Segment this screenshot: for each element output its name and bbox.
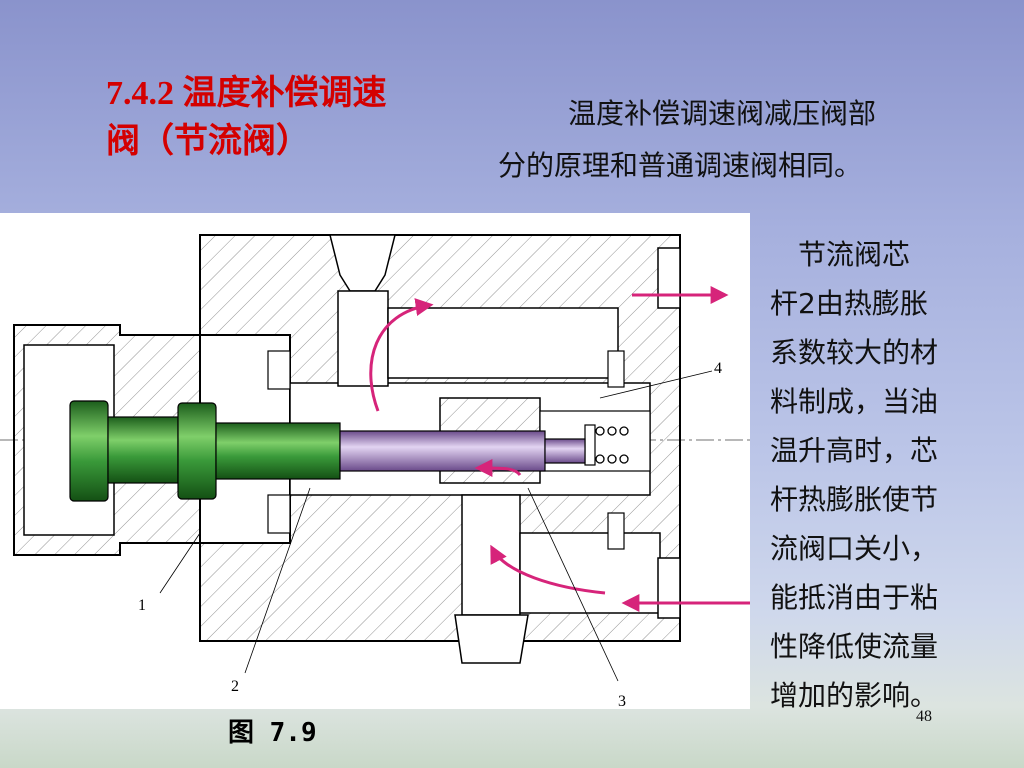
explanation-line: 杆热膨胀使节 xyxy=(770,483,939,516)
outlet-curve-arrow xyxy=(369,298,434,412)
explanation-line: 节流阀芯 xyxy=(770,238,911,271)
flow-arrows xyxy=(369,286,750,612)
explanation-line: 温升高时，芯 xyxy=(770,434,939,467)
label-4: 4 xyxy=(714,360,722,377)
explanation-line: 流阀口关小， xyxy=(770,532,939,565)
adjusting-rod xyxy=(69,400,341,502)
label-1: 1 xyxy=(138,597,146,614)
spring xyxy=(595,426,629,464)
title-line-2: 阀（节流阀） xyxy=(106,123,310,160)
explanation-line: 增加的影响。 xyxy=(770,679,939,712)
explanation-line: 杆2由热膨胀 xyxy=(770,287,928,320)
explanation-line: 性降低使流量 xyxy=(770,630,939,663)
intro-line-2: 分的原理和普通调速阀相同。 xyxy=(498,149,863,182)
valve-diagram: 1 2 3 4 xyxy=(0,234,750,710)
explanation-line: 能抵消由于粘 xyxy=(770,581,939,614)
intro-text: 温度补偿调速阀减压阀部 分的原理和普通调速阀相同。 xyxy=(498,88,958,192)
label-3: 3 xyxy=(618,693,626,709)
page-number: 48 xyxy=(916,708,932,725)
core-flow-arrow xyxy=(474,459,522,478)
intro-line-1: 温度补偿调速阀减压阀部 xyxy=(568,97,877,130)
explanation-line: 系数较大的材 xyxy=(770,336,939,369)
explanation-text: 节流阀芯杆2由热膨胀系数较大的材料制成，当油温升高时，芯杆热膨胀使节流阀口关小，… xyxy=(770,230,980,720)
leader-lines xyxy=(159,370,713,682)
valve-cross-section-figure: 1 2 3 4 xyxy=(0,213,750,710)
explanation-line: 料制成，当油 xyxy=(770,385,939,418)
figure-caption: 图 7.9 xyxy=(228,718,317,748)
title-line-1: 7.4.2 温度补偿调速 xyxy=(106,75,387,112)
throttle-core-rod xyxy=(339,430,586,472)
inlet-curve-arrow xyxy=(490,544,606,595)
slide-title: 7.4.2 温度补偿调速 阀（节流阀） xyxy=(106,70,456,166)
label-2: 2 xyxy=(231,678,239,695)
